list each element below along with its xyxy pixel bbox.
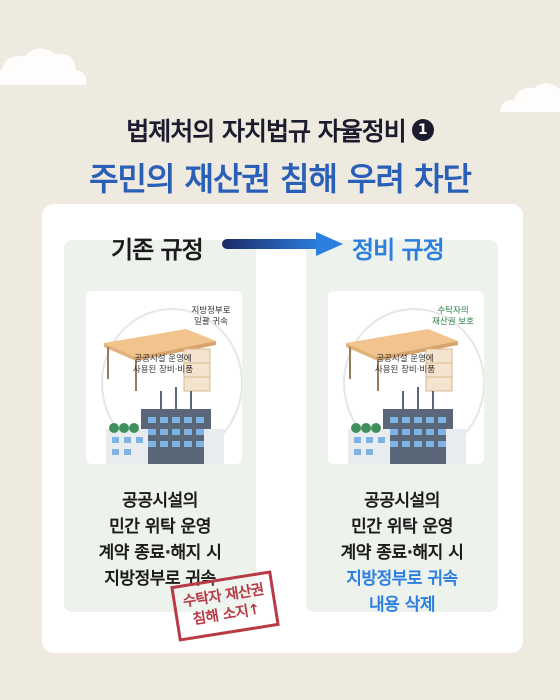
title-line2: 주민의 재산권 침해 우려 차단 [89, 160, 472, 198]
right-heading: 정비 규정 [352, 236, 445, 264]
cloud-right [500, 83, 560, 112]
title-text: 법제처의 자치법규 자율정비 [126, 117, 406, 146]
left-note-top-line1: 지방정부로 [191, 306, 231, 316]
right-scene-graphic [343, 308, 484, 464]
right-line-4: 지방정부로 귀속 [346, 569, 458, 589]
right-note-desk: 공공시설 운영에 사용된 장비·비품 [362, 354, 448, 376]
right-note-desk-line2: 사용된 장비·비품 [374, 365, 436, 375]
desk-top [346, 329, 458, 357]
right-note-top-line2: 재산권 보호 [432, 317, 474, 327]
number-badge: 1 [411, 119, 434, 141]
left-heading: 기존 규정 [111, 236, 204, 264]
left-description: 공공시설의 민간 위탁 운영 계약 종료·해지 시 지방정부로 귀속 [64, 488, 256, 592]
left-note-desk-line1: 공공시설 운영에 [134, 354, 192, 364]
left-line-4: 지방정부로 귀속 [104, 569, 216, 589]
left-scene-graphic [101, 308, 242, 464]
desk-top [104, 329, 216, 357]
cloud-left [0, 48, 87, 85]
title-block: 법제처의 자치법규 자율정비 1 주민의 재산권 침해 우려 차단 [0, 112, 560, 200]
right-note-top-line1: 수탁자의 [437, 306, 469, 316]
left-note-top-line2: 일괄 귀속 [194, 317, 228, 327]
drawer-cabinet [183, 348, 211, 392]
right-line-1: 공공시설의 [364, 491, 440, 511]
right-line-5: 내용 삭제 [369, 595, 435, 615]
left-line-3: 계약 종료·해지 시 [98, 543, 222, 563]
right-note-desk-line1: 공공시설 운영에 [376, 354, 434, 364]
arrow-right-icon [222, 232, 343, 256]
left-line-2: 민간 위탁 운영 [109, 517, 211, 537]
drawer-cabinet [425, 348, 453, 392]
left-note-desk-line2: 사용된 장비·비품 [132, 365, 194, 375]
right-description: 공공시설의 민간 위탁 운영 계약 종료·해지 시 지방정부로 귀속 내용 삭제 [306, 488, 498, 618]
right-line-3: 계약 종료·해지 시 [340, 543, 464, 563]
right-note-top: 수탁자의 재산권 보호 [418, 306, 488, 328]
left-note-top: 지방정부로 일괄 귀속 [176, 306, 246, 328]
title-line1: 법제처의 자치법규 자율정비 1 [126, 112, 434, 148]
left-note-desk: 공공시설 운영에 사용된 장비·비품 [120, 354, 206, 376]
left-line-1: 공공시설의 [122, 491, 198, 511]
right-line-2: 민간 위탁 운영 [351, 517, 453, 537]
